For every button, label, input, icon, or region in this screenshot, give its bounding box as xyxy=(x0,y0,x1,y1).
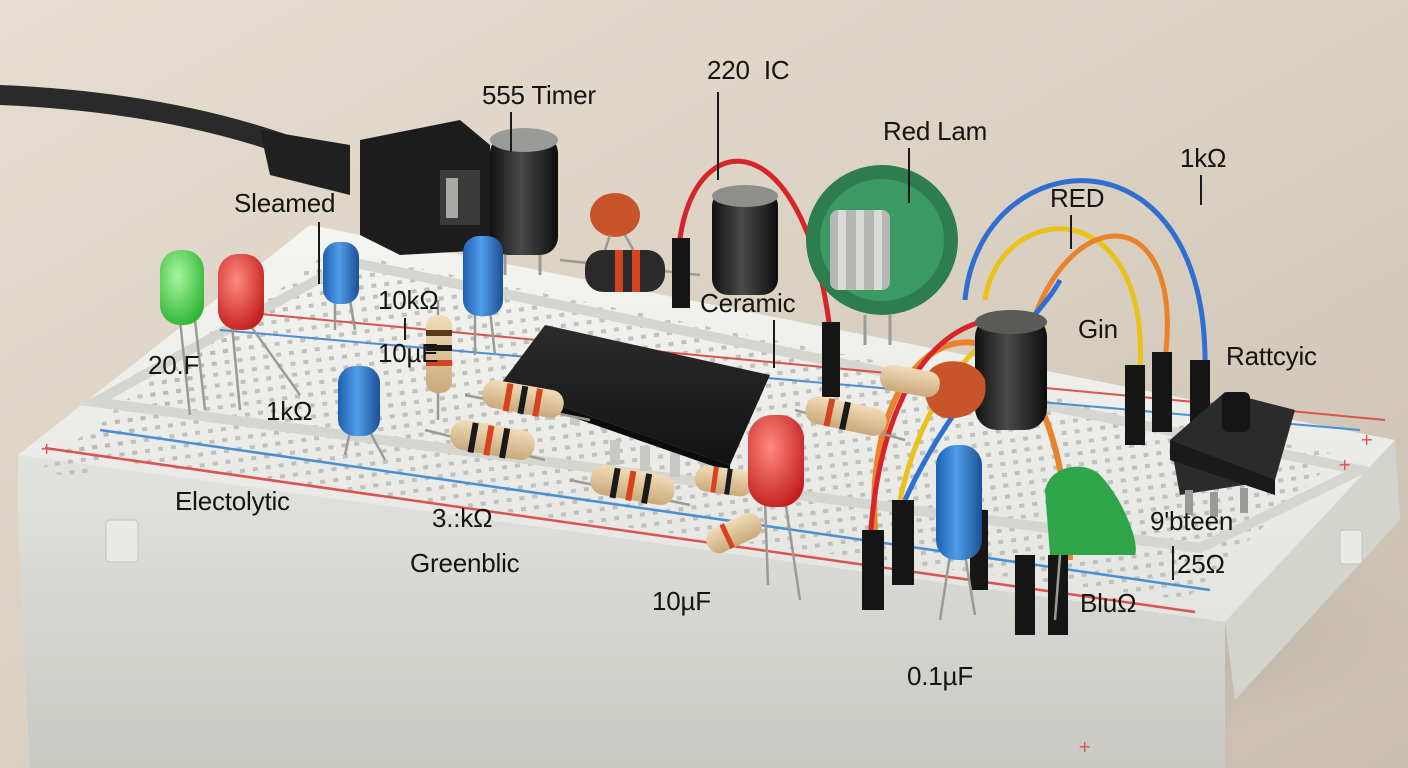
capacitor-icon xyxy=(936,445,982,621)
breadboard-channel xyxy=(79,256,1376,554)
leader-line xyxy=(773,320,775,368)
leader-line xyxy=(908,148,910,203)
breadboard-holes-left-rail xyxy=(40,300,290,480)
capacitor-icon xyxy=(712,185,778,295)
plus-sign: + xyxy=(40,439,53,458)
led-icon xyxy=(160,250,207,416)
label-red-lam: Red Lam xyxy=(883,116,988,146)
label-10uf-bottom: 10µF xyxy=(652,586,711,616)
label-rattcyic: Rattcyic xyxy=(1226,341,1317,371)
label-555-timer: 555 Timer xyxy=(482,80,596,110)
resistor-icon xyxy=(880,364,940,398)
label-10k: 10kΩ xyxy=(378,285,439,315)
capacitor-icon xyxy=(323,242,359,331)
leader-line xyxy=(1172,546,1174,580)
leader-line xyxy=(510,112,512,152)
leader-line xyxy=(1200,175,1202,205)
wire-plug xyxy=(672,238,690,308)
wire-blue xyxy=(962,178,1208,371)
push-button-icon xyxy=(1170,392,1295,517)
label-bluo: BluΩ xyxy=(1080,588,1137,618)
capacitor-icon xyxy=(975,310,1047,430)
label-electolytic: Electolytic xyxy=(175,486,290,516)
wire-orange xyxy=(871,339,1073,561)
breadboard-right-edge xyxy=(1225,440,1400,700)
plus-sign: + xyxy=(1338,455,1351,474)
resistor-icon xyxy=(569,465,691,507)
label-10uf-left: 10µE xyxy=(378,338,439,368)
resistor-icon xyxy=(695,465,753,497)
label-0-1uf: 0.1µF xyxy=(907,661,974,691)
label-25-ohm: 25Ω xyxy=(1177,549,1225,579)
label-gin: Gin xyxy=(1078,314,1118,344)
capacitor-icon xyxy=(924,361,986,419)
leader-line xyxy=(1070,215,1072,249)
led-icon xyxy=(748,415,804,601)
wire-plug xyxy=(1152,352,1172,432)
leader-line xyxy=(318,222,320,284)
label-1k-top: 1kΩ xyxy=(1180,143,1227,173)
resistor-icon xyxy=(559,250,701,292)
wire-plug xyxy=(1125,365,1145,445)
capacitor-icon xyxy=(463,236,503,356)
resistor-icon xyxy=(426,300,452,420)
wire-plug xyxy=(1015,555,1035,635)
plus-sign: + xyxy=(1078,737,1091,756)
label-220-ic: 220 IC xyxy=(707,55,790,85)
usb-cable-icon xyxy=(0,85,490,255)
wire-orange xyxy=(1027,233,1170,361)
label-ceramic: Ceramic xyxy=(700,288,796,318)
label-1k-left: 1kΩ xyxy=(266,396,313,426)
capacitor-icon xyxy=(1045,466,1136,621)
board-clip xyxy=(1339,529,1363,565)
board-clip xyxy=(105,519,139,563)
led-icon xyxy=(218,254,302,411)
wire-plug xyxy=(862,530,884,610)
wire-plug xyxy=(822,322,840,397)
leader-line xyxy=(404,318,406,340)
label-red: RED xyxy=(1050,183,1105,213)
label-20f: 20.F xyxy=(148,350,200,380)
breadboard-front-edge xyxy=(18,455,1225,768)
label-greenblic: Greenblic xyxy=(410,548,520,578)
resistor-icon xyxy=(424,420,546,462)
resistor-icon xyxy=(464,380,591,422)
wire-plug xyxy=(892,500,914,585)
resistor-icon xyxy=(794,396,906,442)
leader-line xyxy=(717,92,719,180)
resistor-icon xyxy=(706,512,762,554)
rail-red-line xyxy=(44,446,1196,614)
capacitor-icon xyxy=(490,128,558,275)
capacitor-icon xyxy=(338,366,387,461)
label-sleamed: Sleamed xyxy=(234,188,336,218)
plus-sign: + xyxy=(1360,430,1373,449)
label-3k: 3.:kΩ xyxy=(432,503,493,533)
label-9bteen: 9'bteen xyxy=(1150,506,1234,536)
potentiometer-icon xyxy=(806,165,958,345)
